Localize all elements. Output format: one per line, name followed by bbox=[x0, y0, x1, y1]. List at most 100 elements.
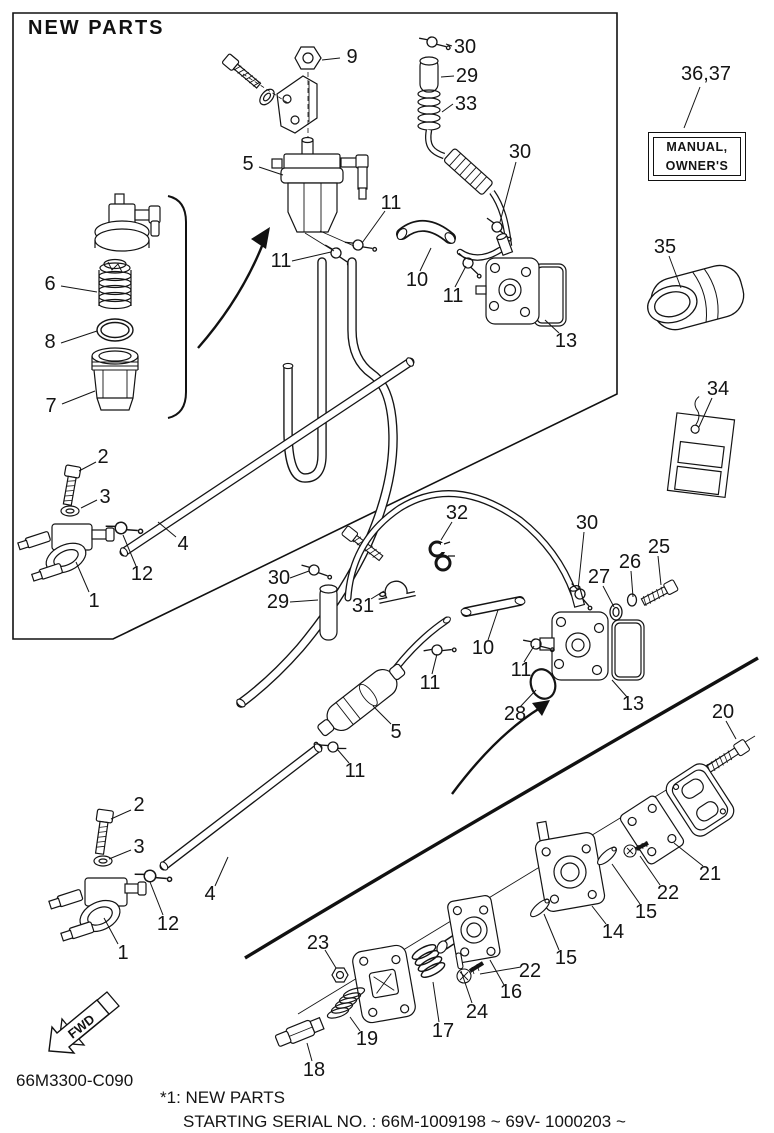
hose-10-top-art bbox=[396, 220, 504, 261]
callout-4: 4 bbox=[177, 533, 189, 555]
reed-valve-15-art bbox=[530, 846, 617, 918]
bracket-31-art bbox=[378, 580, 416, 604]
callout-22: 22 bbox=[518, 960, 542, 982]
callout-31: 31 bbox=[351, 595, 375, 617]
callout-13: 13 bbox=[621, 693, 645, 715]
callout-30: 30 bbox=[453, 36, 477, 58]
callout-10: 10 bbox=[471, 637, 495, 659]
callout-27: 27 bbox=[587, 566, 611, 588]
callout-25: 25 bbox=[647, 536, 671, 558]
bracket-bolt-art bbox=[221, 46, 322, 146]
callout-20: 20 bbox=[711, 701, 735, 723]
callout-32: 32 bbox=[445, 502, 469, 524]
grommet-35-art bbox=[647, 264, 745, 331]
callout-22: 22 bbox=[656, 882, 680, 904]
callout-21: 21 bbox=[698, 863, 722, 885]
starting-serial-note: STARTING SERIAL NO. : 66M-1009198 ~ 69V-… bbox=[183, 1112, 626, 1131]
callout-11: 11 bbox=[442, 285, 464, 307]
callout-8: 8 bbox=[44, 331, 56, 353]
owners-manual-line1: MANUAL, bbox=[666, 140, 728, 155]
callout-1: 1 bbox=[117, 942, 129, 964]
new-parts-box bbox=[12, 12, 618, 640]
spring-19-art bbox=[326, 987, 366, 1019]
callout-15: 15 bbox=[634, 901, 658, 923]
callout-13: 13 bbox=[554, 330, 578, 352]
callout-18: 18 bbox=[302, 1059, 326, 1081]
callout-30: 30 bbox=[575, 512, 599, 534]
hose-4-lower-art bbox=[159, 743, 323, 871]
callout-11: 11 bbox=[344, 760, 366, 782]
primer-hose-kit-art bbox=[417, 56, 513, 247]
check-valve-cover-art bbox=[665, 763, 735, 837]
callout-11: 11 bbox=[510, 659, 532, 681]
fuel-cock-top-art bbox=[17, 464, 115, 582]
callout-15: 15 bbox=[554, 947, 578, 969]
callout-29: 29 bbox=[455, 65, 479, 87]
valve-body-art bbox=[352, 944, 416, 1024]
screw-22-art bbox=[456, 840, 649, 984]
callout-11: 11 bbox=[380, 192, 402, 214]
callout-30: 30 bbox=[508, 141, 532, 163]
screw-25-art bbox=[640, 579, 679, 607]
clip-11-icon bbox=[344, 234, 378, 259]
callout-9: 9 bbox=[346, 46, 358, 68]
callout-10: 10 bbox=[405, 269, 429, 291]
fuel-pump-13-lower-art bbox=[539, 585, 645, 681]
callout-2: 2 bbox=[133, 794, 145, 816]
callout-19: 19 bbox=[355, 1028, 379, 1050]
fuel-pump-13-top-art bbox=[475, 233, 567, 327]
callout-12: 12 bbox=[156, 913, 180, 935]
callout-33: 33 bbox=[454, 93, 478, 115]
pointer-arrow-lower bbox=[451, 700, 550, 795]
callout-3: 3 bbox=[133, 836, 145, 858]
callout-11: 11 bbox=[419, 672, 441, 694]
callout-14: 14 bbox=[601, 921, 625, 943]
fuel-filter-5-top-art bbox=[271, 136, 369, 252]
callout-7: 7 bbox=[45, 395, 57, 417]
filter-cup-7-art bbox=[91, 347, 139, 411]
pin-24-art bbox=[455, 952, 464, 970]
callout-26: 26 bbox=[618, 551, 642, 573]
callout-11: 11 bbox=[270, 250, 292, 272]
callout-36,37: 36,37 bbox=[680, 63, 732, 85]
new-parts-note: *1: NEW PARTS bbox=[160, 1088, 286, 1107]
fwd-arrow: FWD bbox=[48, 991, 120, 1054]
flange-16-art bbox=[436, 895, 501, 964]
tag-34-art bbox=[666, 396, 736, 499]
callout-12: 12 bbox=[130, 563, 154, 585]
callout-3: 3 bbox=[99, 486, 111, 508]
callout-1: 1 bbox=[88, 590, 100, 612]
o-ring-28-art bbox=[529, 668, 557, 700]
group-brace bbox=[167, 195, 187, 419]
nut-23-art bbox=[331, 967, 349, 983]
filter-element-6-art bbox=[98, 258, 132, 310]
fuel-cock-lower-art bbox=[48, 808, 147, 942]
fuel-filter-5-lower-art bbox=[317, 663, 406, 737]
washer-27-art bbox=[609, 603, 623, 621]
hose-art-lower bbox=[344, 490, 578, 672]
callout-28: 28 bbox=[503, 703, 527, 725]
hose-art-top bbox=[119, 257, 415, 708]
nut-9-art bbox=[294, 46, 322, 70]
callout-30: 30 bbox=[267, 567, 291, 589]
pointer-arrow-top bbox=[197, 227, 270, 349]
callout-17: 17 bbox=[431, 1020, 455, 1042]
callout-4: 4 bbox=[204, 883, 216, 905]
pump-body-14-art bbox=[534, 820, 606, 912]
washer-26-art bbox=[626, 593, 638, 607]
plug-18-art bbox=[274, 1016, 325, 1047]
clip-30-icon bbox=[418, 32, 451, 55]
fuel-joint-assembled-art bbox=[94, 193, 161, 252]
separator-line bbox=[244, 656, 759, 960]
callout-29: 29 bbox=[266, 591, 290, 613]
callout-35: 35 bbox=[653, 236, 677, 258]
callout-6: 6 bbox=[44, 273, 56, 295]
owners-manual-line2: OWNER'S bbox=[665, 158, 729, 173]
diaphragm-plate-21-art bbox=[619, 795, 685, 865]
o-ring-8-art bbox=[96, 318, 134, 342]
owners-manual-box: MANUAL, OWNER'S bbox=[648, 132, 746, 181]
callout-23: 23 bbox=[306, 932, 330, 954]
callout-5: 5 bbox=[242, 153, 254, 175]
